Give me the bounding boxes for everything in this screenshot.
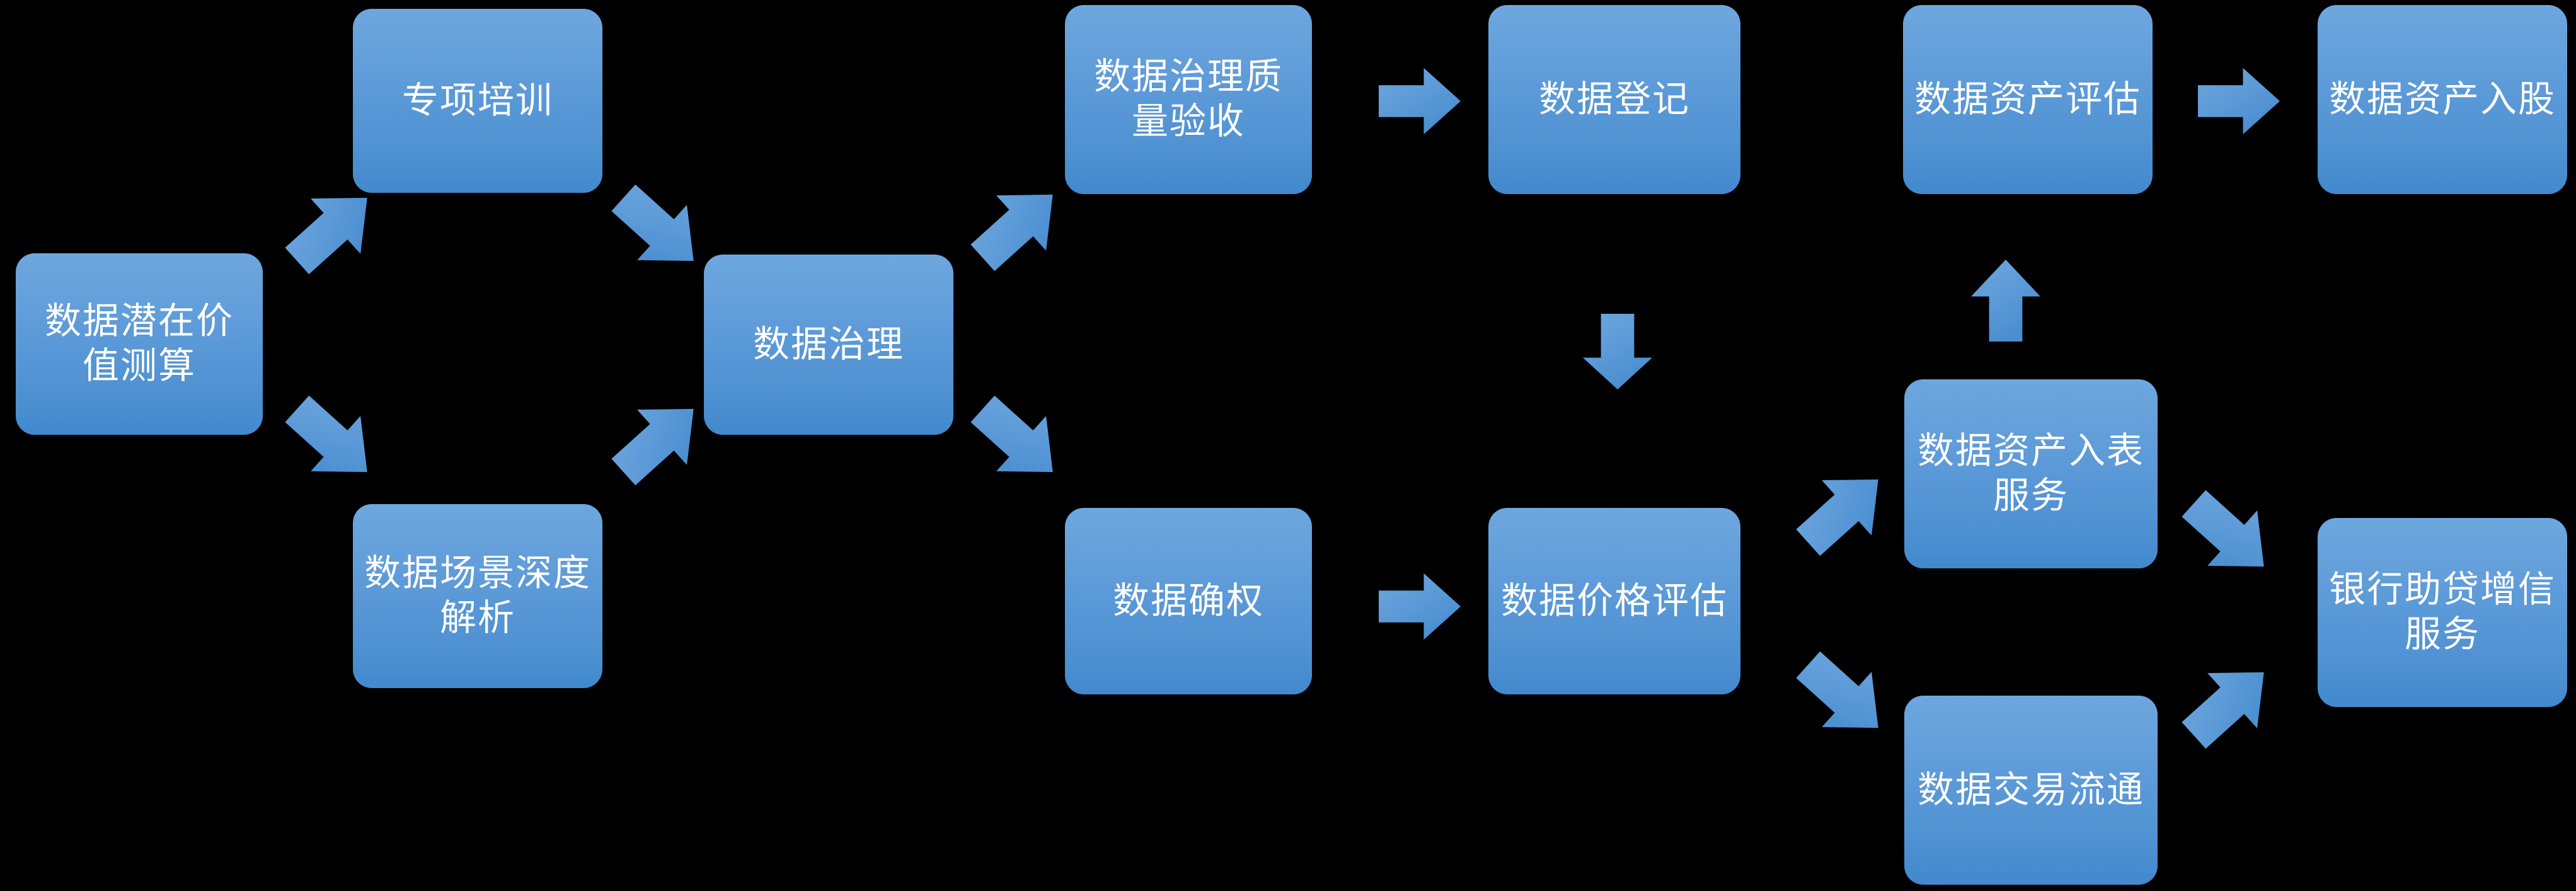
node-label: 专项培训 [401, 79, 553, 121]
arrow-up-right-icon [958, 167, 1078, 285]
node-price-assessment[interactable]: 数据价格评估 [1488, 508, 1740, 694]
node-label: 数据资产入股 [2329, 78, 2556, 120]
arrow-right-icon [1379, 68, 1461, 134]
node-label: 数据确权 [1112, 580, 1264, 621]
arrow-right-icon [1379, 573, 1461, 640]
node-data-trading[interactable]: 数据交易流通 [1904, 696, 2158, 885]
node-scene-analysis[interactable]: 数据场景深度解析 [353, 504, 602, 688]
node-label: 数据治理质量验收 [1093, 56, 1283, 142]
node-label: 数据交易流通 [1917, 769, 2144, 810]
node-label: 数据登记 [1538, 78, 1690, 120]
arrow-up-right-icon [2169, 645, 2289, 763]
node-data-governance[interactable]: 数据治理 [704, 255, 953, 435]
node-asset-listing-service[interactable]: 数据资产入表服务 [1904, 379, 2158, 568]
arrow-right-icon [2198, 68, 2280, 134]
arrow-down-icon [1583, 314, 1652, 389]
node-label: 数据潜在价值测算 [44, 301, 234, 386]
arrow-down-right-icon [1783, 637, 1903, 756]
node-special-training[interactable]: 专项培训 [353, 9, 602, 193]
arrow-down-right-icon [2169, 476, 2289, 594]
node-label: 数据治理 [752, 323, 904, 365]
node-data-registration[interactable]: 数据登记 [1488, 5, 1740, 194]
node-bank-credit-service[interactable]: 银行助贷增信服务 [2318, 518, 2567, 707]
node-label: 银行助贷增信服务 [2329, 569, 2556, 655]
node-label: 数据资产评估 [1914, 78, 2142, 120]
arrow-down-right-icon [599, 170, 718, 289]
arrow-down-right-icon [958, 381, 1078, 500]
node-label: 数据资产入表服务 [1917, 430, 2144, 516]
node-data-confirmation[interactable]: 数据确权 [1065, 508, 1312, 694]
arrow-up-right-icon [599, 381, 718, 500]
node-asset-valuation[interactable]: 数据资产评估 [1903, 5, 2153, 194]
node-label: 数据价格评估 [1500, 580, 1728, 621]
node-governance-acceptance[interactable]: 数据治理质量验收 [1065, 5, 1312, 194]
node-asset-equity[interactable]: 数据资产入股 [2318, 5, 2567, 194]
node-potential-value[interactable]: 数据潜在价值测算 [16, 253, 263, 435]
arrow-down-right-icon [272, 381, 392, 500]
arrow-up-right-icon [1783, 452, 1903, 570]
node-label: 数据场景深度解析 [364, 553, 592, 638]
arrow-up-icon [1971, 260, 2040, 342]
